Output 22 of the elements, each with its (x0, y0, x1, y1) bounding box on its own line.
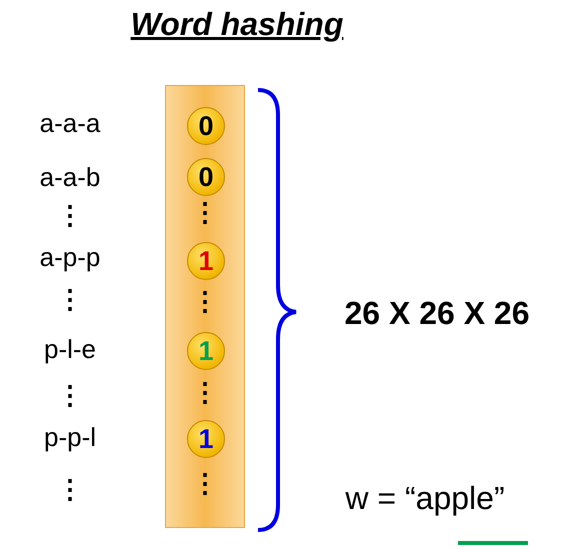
value-circle: 1 (187, 242, 225, 280)
ellipsis-mark: ⋮ (192, 199, 218, 225)
ellipsis-mark: ⋮ (57, 382, 83, 408)
trigram-label: p-p-l (44, 424, 96, 450)
word-example: w = “apple” (345, 482, 505, 514)
value-circle: 0 (187, 107, 225, 145)
trigram-label: a-a-a (40, 110, 100, 136)
ellipsis-mark: ⋮ (192, 470, 218, 496)
dimension-text: 26 X 26 X 26 (344, 297, 530, 329)
ellipsis-mark: ⋮ (192, 288, 218, 314)
value-circle: 1 (187, 420, 225, 458)
value-circle: 0 (187, 158, 225, 196)
ellipsis-mark: ⋮ (192, 379, 218, 405)
title: Word hashing (130, 6, 344, 43)
ellipsis-mark: ⋮ (57, 286, 83, 312)
value-circle: 1 (187, 332, 225, 370)
vector-bar (165, 85, 245, 528)
ellipsis-mark: ⋮ (57, 202, 83, 228)
trigram-label: a-a-b (40, 164, 100, 190)
ellipsis-mark: ⋮ (57, 476, 83, 502)
trigram-label: p-l-e (44, 336, 96, 362)
trigram-label: a-p-p (40, 244, 100, 270)
